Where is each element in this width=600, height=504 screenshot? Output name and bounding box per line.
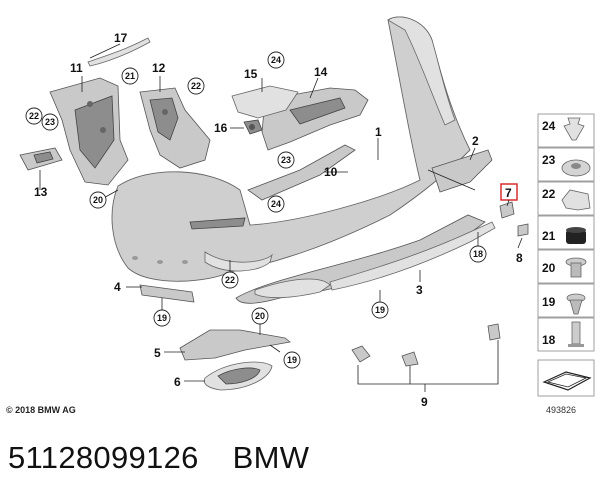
- callout-17: 17: [114, 31, 128, 45]
- panel-label-22: 22: [542, 187, 556, 201]
- sensor-holder[interactable]: [243, 119, 263, 135]
- bracket-part-4[interactable]: [139, 284, 195, 303]
- callout-15: 15: [244, 67, 258, 81]
- part-caption: 51128099126 BMW: [8, 440, 343, 476]
- circle-19-c: 19: [375, 305, 385, 315]
- callout-2: 2: [472, 134, 479, 148]
- clip-part-7[interactable]: [499, 201, 515, 219]
- left-bracket[interactable]: [49, 77, 129, 186]
- panel-label-20: 20: [542, 261, 556, 275]
- reflector[interactable]: [19, 147, 63, 171]
- clip-set[interactable]: [351, 323, 501, 367]
- circle-22-b: 22: [191, 81, 201, 91]
- tailpipe-trim[interactable]: [203, 361, 273, 391]
- callout-10: 10: [324, 165, 338, 179]
- panel-label-24: 24: [542, 119, 556, 133]
- callout-3: 3: [416, 283, 423, 297]
- diagram-number: 493826: [546, 405, 577, 415]
- highlighted-callout-7[interactable]: 7: [500, 183, 518, 207]
- right-bracket[interactable]: [139, 87, 211, 169]
- carrier-bar[interactable]: [247, 144, 356, 201]
- circled-callouts: 21 22 23 22 24 23 24 20 22 19 20 19 19 1…: [25, 51, 487, 369]
- panel-label-21: 21: [542, 229, 556, 243]
- small-underbody-panel[interactable]: [231, 85, 299, 119]
- lower-trim-strip[interactable]: [329, 221, 496, 291]
- panel-label-18: 18: [542, 333, 556, 347]
- part-number: 51128099126: [8, 440, 199, 475]
- circle-21: 21: [125, 71, 135, 81]
- parts-diagram: 1 2 3 4 5 6 8 9 10 11 12 13 14 15 16 17 …: [19, 16, 595, 409]
- callout-12: 12: [152, 61, 166, 75]
- copyright-notice: © 2018 BMW AG: [6, 405, 76, 415]
- callout-8: 8: [516, 251, 523, 265]
- callout-1: 1: [375, 125, 382, 139]
- callout-5: 5: [154, 346, 161, 360]
- callout-13: 13: [34, 185, 48, 199]
- circle-23-a: 23: [45, 117, 55, 127]
- panel-label-19: 19: [542, 295, 556, 309]
- circle-19-a: 19: [157, 313, 167, 323]
- panel-label-23: 23: [542, 153, 556, 167]
- callout-7: 7: [505, 186, 512, 200]
- callout-4: 4: [114, 280, 121, 294]
- fastener-panel: 24 23 22 21 20 19 18: [537, 113, 595, 397]
- clip-part-8[interactable]: [517, 223, 529, 237]
- callout-14: 14: [314, 65, 328, 79]
- brand-name: BMW: [232, 440, 310, 475]
- circle-24-a: 24: [271, 55, 281, 65]
- rear-bumper-cover[interactable]: [111, 16, 471, 282]
- callout-11: 11: [70, 61, 83, 75]
- circle-19-b: 19: [287, 355, 297, 365]
- callout-9: 9: [421, 395, 428, 409]
- tailpipe-bracket[interactable]: [179, 329, 291, 361]
- circle-20-b: 20: [255, 311, 265, 321]
- callout-labels: 1 2 3 4 5 6 8 9 10 11 12 13 14 15 16 17: [34, 31, 523, 409]
- circle-22-c: 22: [225, 275, 235, 285]
- callout-6: 6: [174, 375, 181, 389]
- circle-18: 18: [473, 249, 483, 259]
- side-trim[interactable]: [431, 149, 493, 193]
- circle-22-a: 22: [29, 111, 39, 121]
- trim-strip[interactable]: [87, 37, 151, 67]
- diffuser[interactable]: [235, 214, 486, 304]
- circle-23-b: 23: [281, 155, 291, 165]
- callout-16: 16: [214, 121, 228, 135]
- circle-24-b: 24: [271, 199, 281, 209]
- circle-20-a: 20: [93, 195, 103, 205]
